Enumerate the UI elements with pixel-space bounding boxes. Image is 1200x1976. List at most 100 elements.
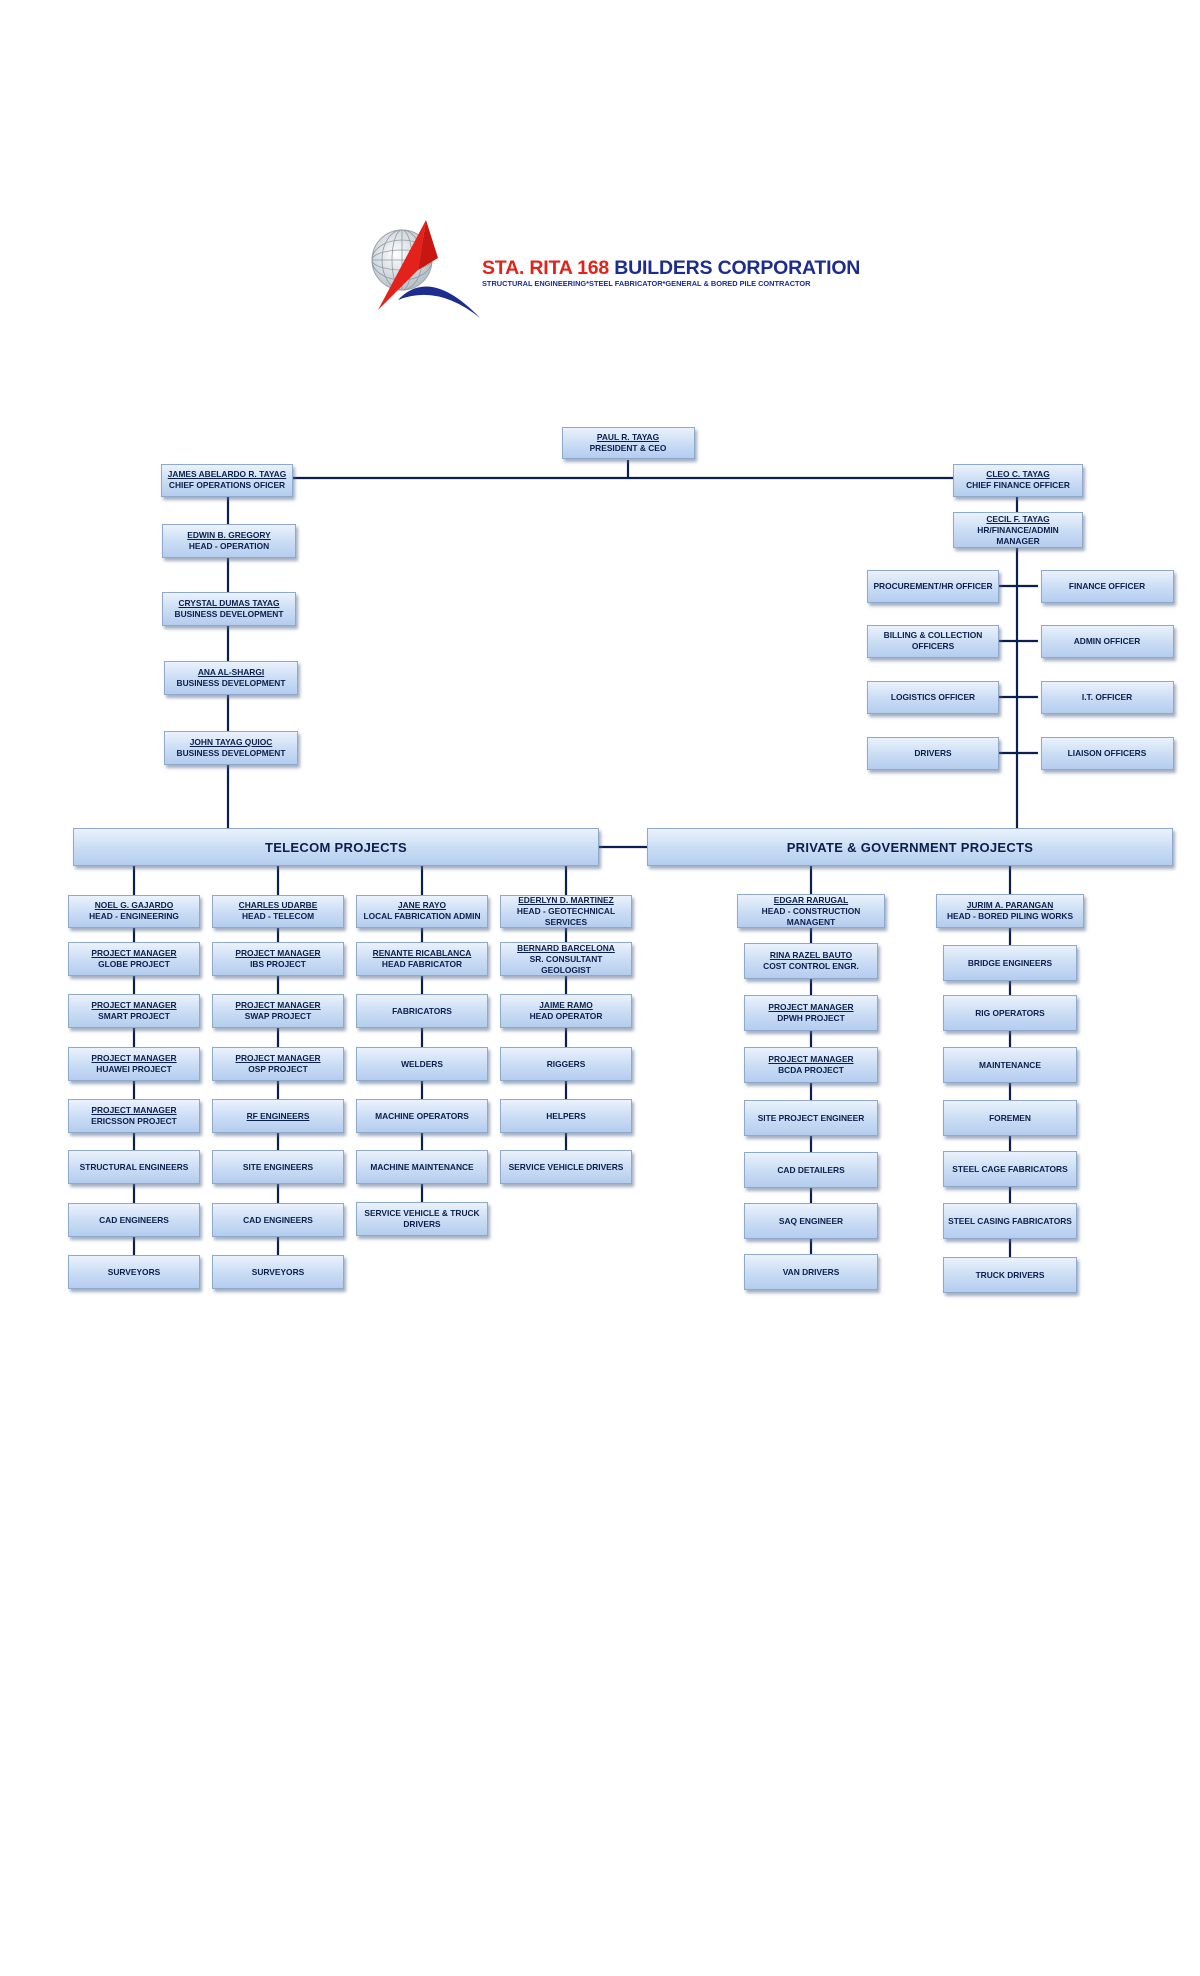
node-title: SR. CONSULTANT GEOLOGIST bbox=[529, 953, 603, 975]
company-name-red: STA. RITA 168 bbox=[482, 257, 610, 279]
node-private-1-item-7: VAN DRIVERS bbox=[744, 1254, 878, 1290]
node-title: HEAD - CONSTRUCTION MANAGENT bbox=[761, 905, 861, 927]
node-name: BERNARD BARCELONA bbox=[517, 942, 615, 953]
node-title: HEAD OPERATOR bbox=[529, 1011, 603, 1021]
node-private-2-item-5: STEEL CAGE FABRICATORS bbox=[943, 1151, 1077, 1187]
node-name: PROJECT MANAGER bbox=[91, 948, 177, 958]
node-title: COST CONTROL ENGR. bbox=[763, 961, 859, 971]
node-private-2-item-6: STEEL CASING FABRICATORS bbox=[943, 1203, 1077, 1239]
node-name: ANA AL-SHARGI bbox=[197, 667, 265, 677]
node-name: RENANTE RICABLANCA bbox=[372, 948, 472, 958]
node-title: SAQ ENGINEER bbox=[778, 1215, 844, 1226]
node-name: PROJECT MANAGER bbox=[91, 1105, 177, 1115]
node-name: EDGAR RARUGAL bbox=[773, 894, 849, 905]
node-name: JANE RAYO bbox=[397, 900, 447, 910]
node-telecom-4-item-3: RIGGERS bbox=[500, 1047, 632, 1081]
node-title: TRUCK DRIVERS bbox=[975, 1269, 1045, 1280]
node-title: BCDA PROJECT bbox=[778, 1065, 844, 1075]
node-finance-right-4: LIAISON OFFICERS bbox=[1040, 736, 1174, 770]
node-title: HEAD - TELECOM bbox=[241, 911, 315, 921]
node-title: CAD DETAILERS bbox=[777, 1164, 845, 1175]
node-private-2-item-4: FOREMEN bbox=[943, 1100, 1077, 1136]
node-title: FINANCE OFFICER bbox=[1068, 580, 1146, 591]
node-title: STEEL CASING FABRICATORS bbox=[948, 1215, 1072, 1226]
node-name: PAUL R. TAYAG bbox=[596, 432, 660, 442]
node-title: SITE ENGINEERS bbox=[242, 1161, 314, 1172]
node-title: SMART PROJECT bbox=[98, 1011, 170, 1021]
node-finance-right-3: I.T. OFFICER bbox=[1040, 680, 1174, 714]
node-title: CAD ENGINEERS bbox=[99, 1214, 169, 1225]
node-title: HR/FINANCE/ADMIN MANAGER bbox=[977, 524, 1059, 546]
node-telecom-2-item-6: CAD ENGINEERS bbox=[212, 1203, 344, 1237]
node-title: BUSINESS DEVELOPMENT bbox=[176, 678, 286, 688]
node-division-private-government: PRIVATE & GOVERNMENT PROJECTS bbox=[647, 828, 1173, 866]
company-name: STA. RITA 168 BUILDERS CORPORATION bbox=[482, 257, 860, 280]
node-title: MAINTENANCE bbox=[979, 1059, 1041, 1070]
node-title: WELDERS bbox=[401, 1058, 443, 1069]
node-title: LOCAL FABRICATION ADMIN bbox=[363, 911, 481, 921]
node-telecom-3-item-6: SERVICE VEHICLE & TRUCK DRIVERS bbox=[356, 1202, 488, 1236]
node-name: PROJECT MANAGER bbox=[235, 1053, 321, 1063]
node-title: PRIVATE & GOVERNMENT PROJECTS bbox=[786, 839, 1034, 855]
node-title: FOREMEN bbox=[989, 1112, 1031, 1123]
node-name: JAIME RAMO bbox=[539, 1000, 593, 1010]
node-finance-left-4: DRIVERS bbox=[867, 736, 999, 770]
node-title: CAD ENGINEERS bbox=[243, 1214, 313, 1225]
node-finance-right-1: FINANCE OFFICER bbox=[1040, 569, 1174, 603]
node-name: CLEO C. TAYAG bbox=[986, 469, 1050, 479]
node-finance-right-2: ADMIN OFFICER bbox=[1040, 624, 1174, 658]
node-name: RF ENGINEERS bbox=[246, 1110, 310, 1121]
node-name: PROJECT MANAGER bbox=[768, 1054, 854, 1064]
node-title: SITE PROJECT ENGINEER bbox=[757, 1112, 865, 1123]
node-title: BRIDGE ENGINEERS bbox=[967, 957, 1053, 968]
node-title: HUAWEI PROJECT bbox=[96, 1064, 172, 1074]
node-title: HEAD - BORED PILING WORKS bbox=[946, 911, 1074, 921]
node-telecom-2-item-7: SURVEYORS bbox=[212, 1255, 344, 1289]
node-title: SURVEYORS bbox=[251, 1266, 305, 1277]
node-title: LIAISON OFFICERS bbox=[1067, 747, 1147, 758]
node-finance-left-2: BILLING & COLLECTION OFFICERS bbox=[867, 624, 999, 658]
node-finance-left-1: PROCUREMENT/HR OFFICER bbox=[867, 569, 999, 603]
node-title: HELPERS bbox=[546, 1110, 586, 1121]
node-title: DPWH PROJECT bbox=[777, 1013, 845, 1023]
node-title: BILLING & COLLECTION OFFICERS bbox=[883, 630, 983, 651]
node-telecom-3-item-4: MACHINE OPERATORS bbox=[356, 1099, 488, 1133]
node-telecom-3-item-2: FABRICATORS bbox=[356, 994, 488, 1028]
node-finance-left-3: LOGISTICS OFFICER bbox=[867, 680, 999, 714]
node-name: CRYSTAL DUMAS TAYAG bbox=[178, 598, 280, 608]
node-telecom-1-item-7: SURVEYORS bbox=[68, 1255, 200, 1289]
company-tagline: STRUCTURAL ENGINEERING*STEEL FABRICATOR*… bbox=[482, 279, 811, 288]
node-title: IBS PROJECT bbox=[250, 959, 306, 969]
node-title: VAN DRIVERS bbox=[782, 1266, 840, 1277]
node-division-telecom: TELECOM PROJECTS bbox=[73, 828, 599, 866]
node-private-2-item-3: MAINTENANCE bbox=[943, 1047, 1077, 1083]
node-title: RIGGERS bbox=[546, 1058, 586, 1069]
node-name: RINA RAZEL BAUTO bbox=[769, 950, 853, 960]
node-name: PROJECT MANAGER bbox=[91, 1000, 177, 1010]
node-title: BUSINESS DEVELOPMENT bbox=[176, 748, 286, 758]
node-name: PROJECT MANAGER bbox=[91, 1053, 177, 1063]
node-title: STEEL CAGE FABRICATORS bbox=[952, 1163, 1068, 1174]
node-title: PRESIDENT & CEO bbox=[589, 443, 667, 453]
node-name: PROJECT MANAGER bbox=[235, 1000, 321, 1010]
node-title: SERVICE VEHICLE DRIVERS bbox=[508, 1161, 624, 1172]
node-name: CECIL F. TAYAG bbox=[986, 513, 1050, 524]
